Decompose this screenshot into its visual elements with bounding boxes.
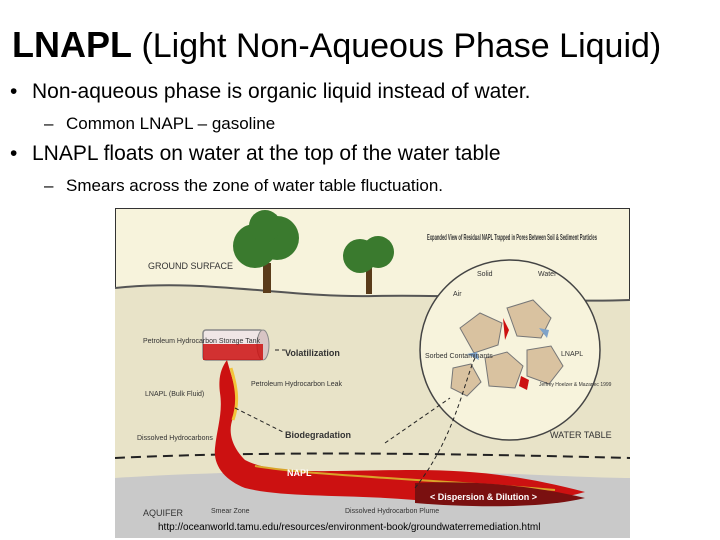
label-smear-zone: Smear Zone <box>211 508 250 515</box>
dash-glyph: – <box>44 176 54 195</box>
label-credit: Jeffrey Hoelzer & Mazanec 1999 <box>539 382 612 388</box>
leader-lines <box>234 349 476 489</box>
label-air: Air <box>453 291 462 298</box>
title-main: LNAPL <box>12 24 132 65</box>
sub-bullet-2-text: Smears across the zone of water table fl… <box>66 176 444 195</box>
bullet-1-text: Non-aqueous phase is organic liquid inst… <box>32 80 531 103</box>
bullet-2: • LNAPL floats on water at the top of the… <box>10 142 501 166</box>
water-table-line <box>115 452 630 459</box>
label-lnapl-inset: LNAPL <box>561 351 583 358</box>
label-sorbed: Sorbed Contaminants <box>425 353 493 360</box>
bullet-2-text: LNAPL floats on water at the top of the … <box>32 142 501 165</box>
label-storage-tank: Petroleum Hydrocarbon Storage Tank <box>143 338 260 345</box>
label-water-table: WATER TABLE <box>550 430 612 440</box>
label-napl: NAPL <box>287 468 312 478</box>
soil-particles <box>450 299 564 397</box>
label-leak: Petroleum Hydrocarbon Leak <box>251 381 343 388</box>
sub-bullet-1-text: Common LNAPL – gasoline <box>66 114 276 133</box>
dissolved-plume <box>415 482 585 507</box>
expanded-view-inset <box>419 259 601 441</box>
tree-icon <box>343 236 394 294</box>
sub-bullet-1: –Common LNAPL – gasoline <box>44 114 275 134</box>
storage-tank-icon <box>202 329 270 361</box>
label-biodegradation: Biodegradation <box>285 430 351 440</box>
tree-icon <box>233 210 299 293</box>
bullet-glyph: • <box>10 80 18 103</box>
bullet-glyph: • <box>10 142 18 165</box>
label-water: Water <box>538 271 557 278</box>
title-paren: (Light Non-Aqueous Phase Liquid) <box>141 27 662 65</box>
slide-title: LNAPL (Light Non-Aqueous Phase Liquid) <box>12 24 661 66</box>
dash-glyph: – <box>44 114 54 133</box>
label-dispersion: < Dispersion & Dilution > <box>430 492 537 502</box>
label-lnapl-bulk: LNAPL (Bulk Fluid) <box>145 391 204 398</box>
leak-stream <box>229 367 239 421</box>
label-solid: Solid <box>477 271 493 278</box>
bullet-1: • Non-aqueous phase is organic liquid ins… <box>10 80 530 104</box>
label-dissolved-hc: Dissolved Hydrocarbons <box>137 435 213 442</box>
label-dissolved-plume: Dissolved Hydrocarbon Plume <box>345 508 439 515</box>
sub-bullet-2: –Smears across the zone of water table f… <box>44 176 443 196</box>
label-expanded-view: Expanded View of Residual NAPL Trapped i… <box>427 233 597 242</box>
label-aquifer: AQUIFER <box>143 508 184 518</box>
label-ground-surface: GROUND SURFACE <box>148 261 233 271</box>
source-url: http://oceanworld.tamu.edu/resources/env… <box>158 522 541 533</box>
lnapl-diagram: GROUND SURFACE Petroleum Hydrocarbon Sto… <box>115 208 630 538</box>
label-volatilization: Volatilization <box>285 348 340 358</box>
